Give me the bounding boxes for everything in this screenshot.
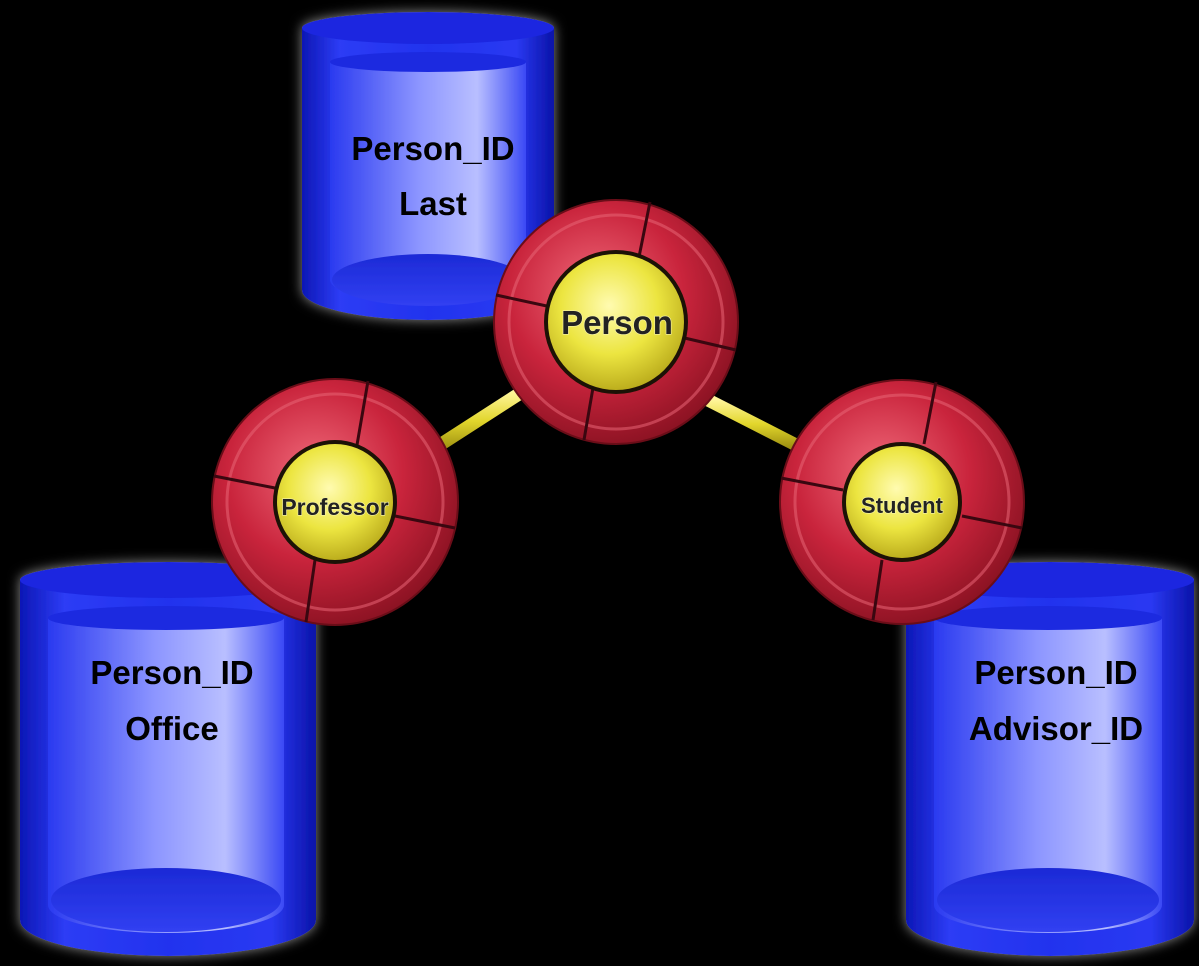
node-student-label: Student [861,493,944,518]
cylinder-student [906,562,1194,956]
node-person[interactable]: Person [493,199,739,445]
cylinder-professor [20,562,316,956]
edge-person-student [701,393,809,455]
professor-table-field-2: Office [125,710,219,747]
person-table-field-1: Person_ID [351,130,514,167]
person-table-field-2: Last [399,185,467,222]
node-professor[interactable]: Professor [211,378,459,626]
cylinder-person [302,12,554,320]
node-person-label: Person [561,304,673,341]
student-table-field-2: Advisor_ID [969,710,1143,747]
node-professor-label: Professor [281,494,388,520]
student-table-field-1: Person_ID [974,654,1137,691]
professor-table-field-1: Person_ID [90,654,253,691]
edge-person-professor [425,385,529,457]
node-student[interactable]: Student [779,379,1025,625]
